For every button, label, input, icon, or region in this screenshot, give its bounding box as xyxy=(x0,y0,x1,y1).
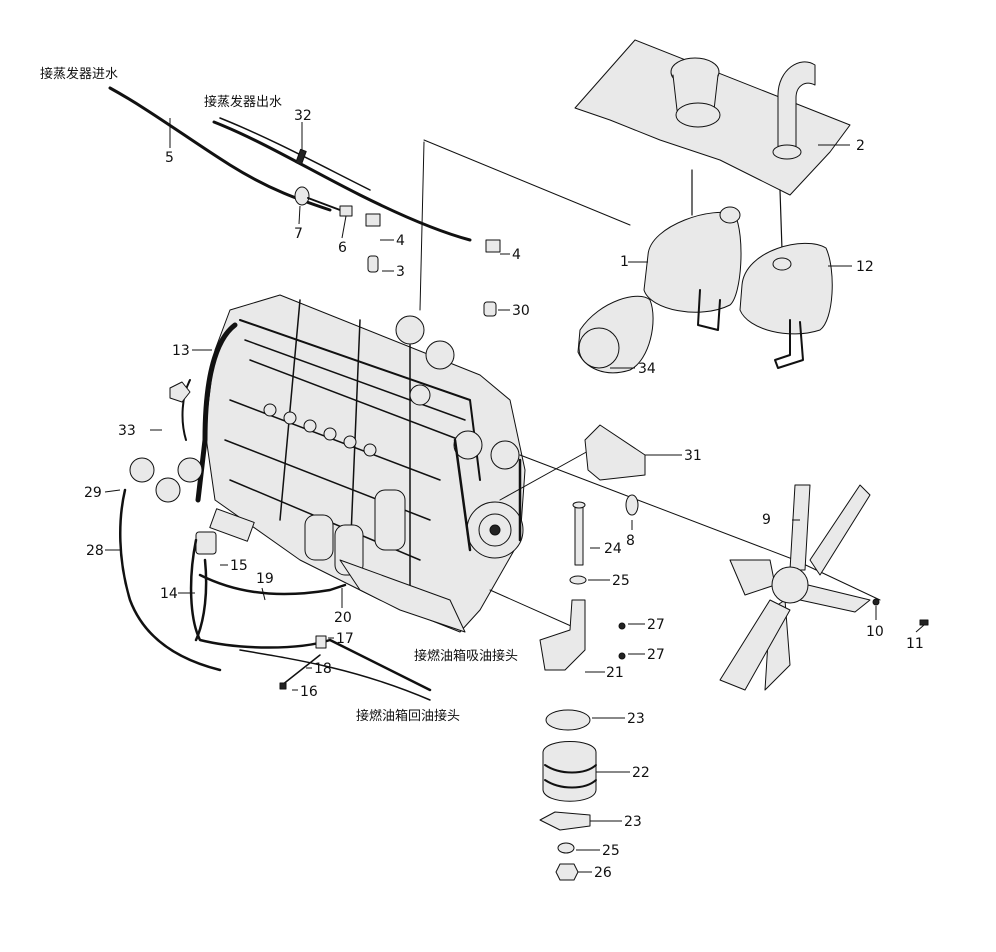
annotations: 接蒸发器进水 接蒸发器出水 接燃油箱吸油接头 接燃油箱回油接头 xyxy=(40,66,518,724)
callout-label: 25 xyxy=(612,573,630,589)
callout-label: 23 xyxy=(624,814,642,830)
callout-label: 3 xyxy=(396,264,405,280)
coolant-hoses xyxy=(108,86,501,317)
callout-label: 21 xyxy=(606,665,624,681)
callout-label: 4 xyxy=(396,233,405,249)
callout-label: 32 xyxy=(294,108,312,124)
callout-label: 20 xyxy=(334,610,352,626)
callout-label: 22 xyxy=(632,765,650,781)
engine-block xyxy=(129,294,526,633)
annotation-generator-outlet: 接蒸发器出水 xyxy=(204,94,282,110)
fan-and-mounts xyxy=(489,424,929,881)
callout-label: 8 xyxy=(626,533,635,549)
callout-label: 13 xyxy=(172,343,190,359)
callout-label: 12 xyxy=(856,259,874,275)
callout-label: 30 xyxy=(512,303,530,319)
air-intake-group xyxy=(419,39,851,374)
callout-label: 25 xyxy=(602,843,620,859)
callout-label: 2 xyxy=(856,138,865,154)
fuel-lines xyxy=(119,488,432,701)
callout-label: 34 xyxy=(638,361,656,377)
head-bolts xyxy=(263,403,377,457)
annotation-generator-inlet: 接蒸发器进水 xyxy=(40,66,118,82)
callout-label: 14 xyxy=(160,586,178,602)
callout-label: 23 xyxy=(627,711,645,727)
callout-label: 15 xyxy=(230,558,248,574)
callout-label: 18 xyxy=(314,661,332,677)
callout-label: 31 xyxy=(684,448,702,464)
callout-label: 7 xyxy=(294,226,303,242)
leader-lines xyxy=(104,118,925,873)
callout-label: 28 xyxy=(86,543,104,559)
callout-label: 9 xyxy=(762,512,771,528)
illustration xyxy=(108,39,929,881)
callout-label: 26 xyxy=(594,865,612,881)
callout-label: 17 xyxy=(336,631,354,647)
callout-label: 11 xyxy=(906,636,924,652)
callout-label: 1 xyxy=(620,254,629,270)
callout-label: 19 xyxy=(256,571,274,587)
callout-label: 16 xyxy=(300,684,318,700)
callout-label: 27 xyxy=(647,647,665,663)
annotation-fuel-tank-return: 接燃油箱回油接头 xyxy=(356,708,460,724)
callout-label: 29 xyxy=(84,485,102,501)
callout-label: 27 xyxy=(647,617,665,633)
callout-label: 33 xyxy=(118,423,136,439)
annotation-fuel-pump-inlet: 接燃油箱吸油接头 xyxy=(414,648,518,664)
callout-label: 5 xyxy=(165,150,174,166)
callout-label: 10 xyxy=(866,624,884,640)
callout-label: 24 xyxy=(604,541,622,557)
callout-label: 4 xyxy=(512,247,521,263)
callout-label: 6 xyxy=(338,240,347,256)
callouts: 1 2 3 3 4 4 5 6 7 8 9 10 11 12 13 14 15 … xyxy=(84,108,924,881)
